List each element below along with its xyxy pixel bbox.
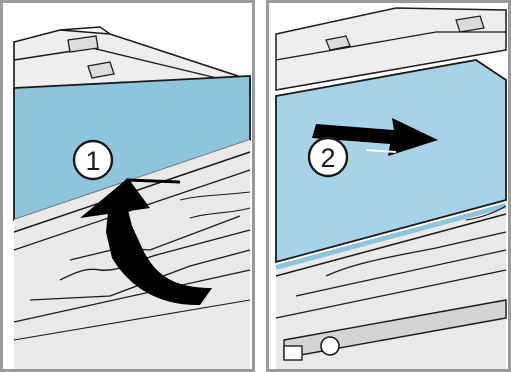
step-1-illustration: 1	[0, 0, 255, 372]
step-2-number: 2	[320, 143, 335, 173]
step-2-badge: 2	[309, 138, 347, 176]
step-2-illustration: 2	[266, 0, 511, 372]
step-1-number: 1	[85, 146, 100, 176]
step-1-badge: 1	[74, 141, 112, 179]
step-1-panel: 1	[0, 0, 255, 372]
step-2-panel: 2	[266, 0, 511, 372]
